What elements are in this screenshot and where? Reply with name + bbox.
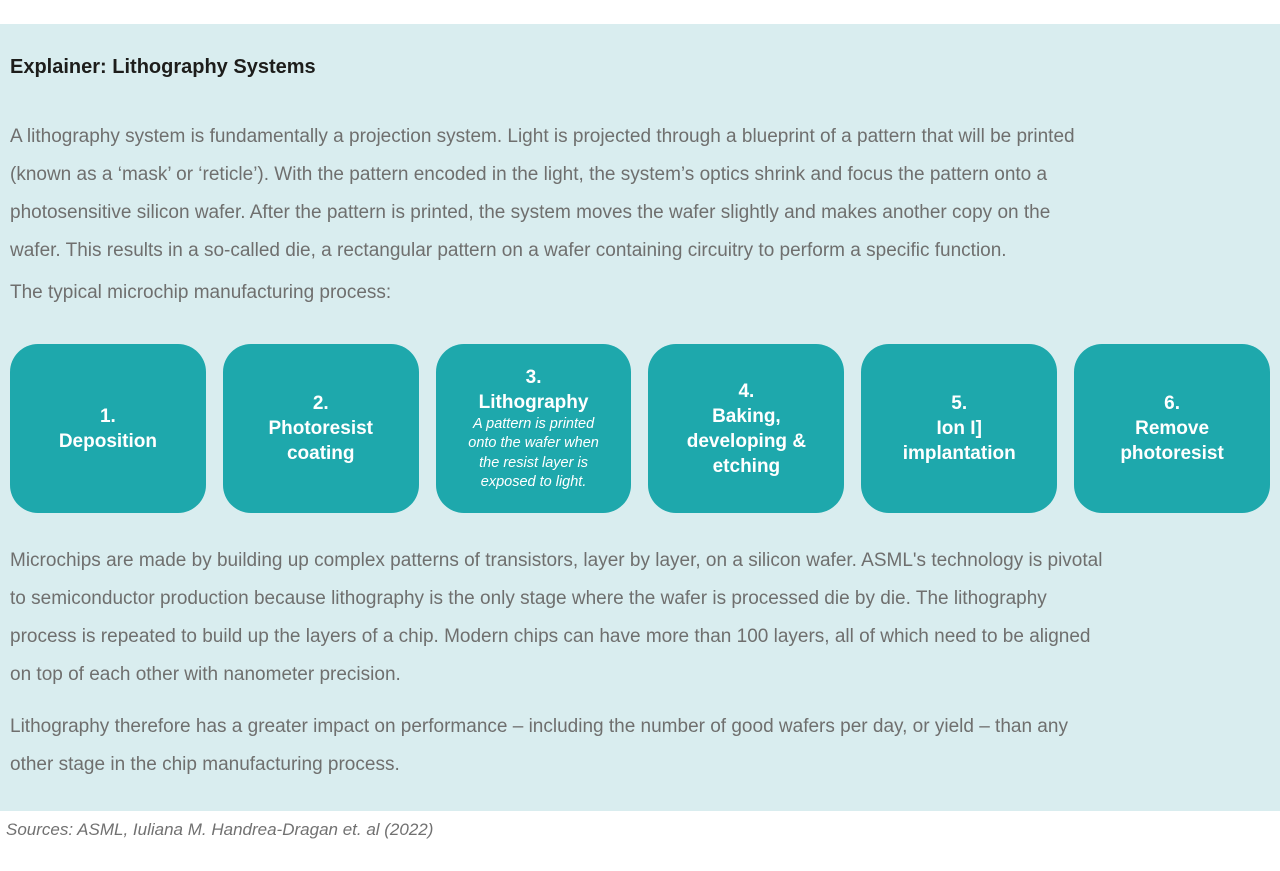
process-intro-line: The typical microchip manufacturing proc… xyxy=(10,282,392,303)
step-label: Deposition xyxy=(58,430,157,452)
step-number: 6. xyxy=(1164,393,1180,414)
step-card-ion-implantation: 5. Ion I] implantation xyxy=(861,344,1058,513)
step-card-remove-photoresist: 6. Remove photoresist xyxy=(1074,344,1270,513)
step-number: 3. xyxy=(525,366,542,388)
process-steps-row: 1. Deposition 2. Photoresist coating 3. … xyxy=(10,344,1270,513)
step-number: 2. xyxy=(312,393,329,414)
step-label: Photoresist coating xyxy=(268,418,373,464)
step-card-baking-developing-etching: 4. Baking, developing & etching xyxy=(648,344,845,513)
step-card-photoresist-coating: 2. Photoresist coating xyxy=(222,344,419,513)
step-label: Baking, developing & etching xyxy=(686,405,807,477)
step-number: 5. xyxy=(951,393,968,414)
step-number: 1. xyxy=(99,405,116,427)
sources-line: Sources: ASML, Iuliana M. Handrea-Dragan… xyxy=(6,820,434,839)
explainer-panel: Explainer: Lithography Systems A lithogr… xyxy=(0,24,1280,811)
step-card-lithography: 3. Lithography A pattern is printed onto… xyxy=(435,344,632,513)
microchips-layers-paragraph: Microchips are made by building up compl… xyxy=(10,550,1103,685)
lithography-impact-paragraph: Lithography therefore has a greater impa… xyxy=(10,716,1068,775)
step-label: Ion I] implantation xyxy=(902,418,1016,464)
step-label: Remove photoresist xyxy=(1120,418,1224,464)
step-note: A pattern is printed onto the wafer when… xyxy=(468,415,599,491)
step-label: Lithography xyxy=(478,391,589,413)
lithography-description-paragraph: A lithography system is fundamentally a … xyxy=(10,126,1075,261)
panel-title: Explainer: Lithography Systems xyxy=(10,56,316,78)
step-card-deposition: 1. Deposition xyxy=(10,344,206,513)
step-number: 4. xyxy=(738,380,755,402)
sources-footer: Sources: ASML, Iuliana M. Handrea-Dragan… xyxy=(6,819,1274,841)
